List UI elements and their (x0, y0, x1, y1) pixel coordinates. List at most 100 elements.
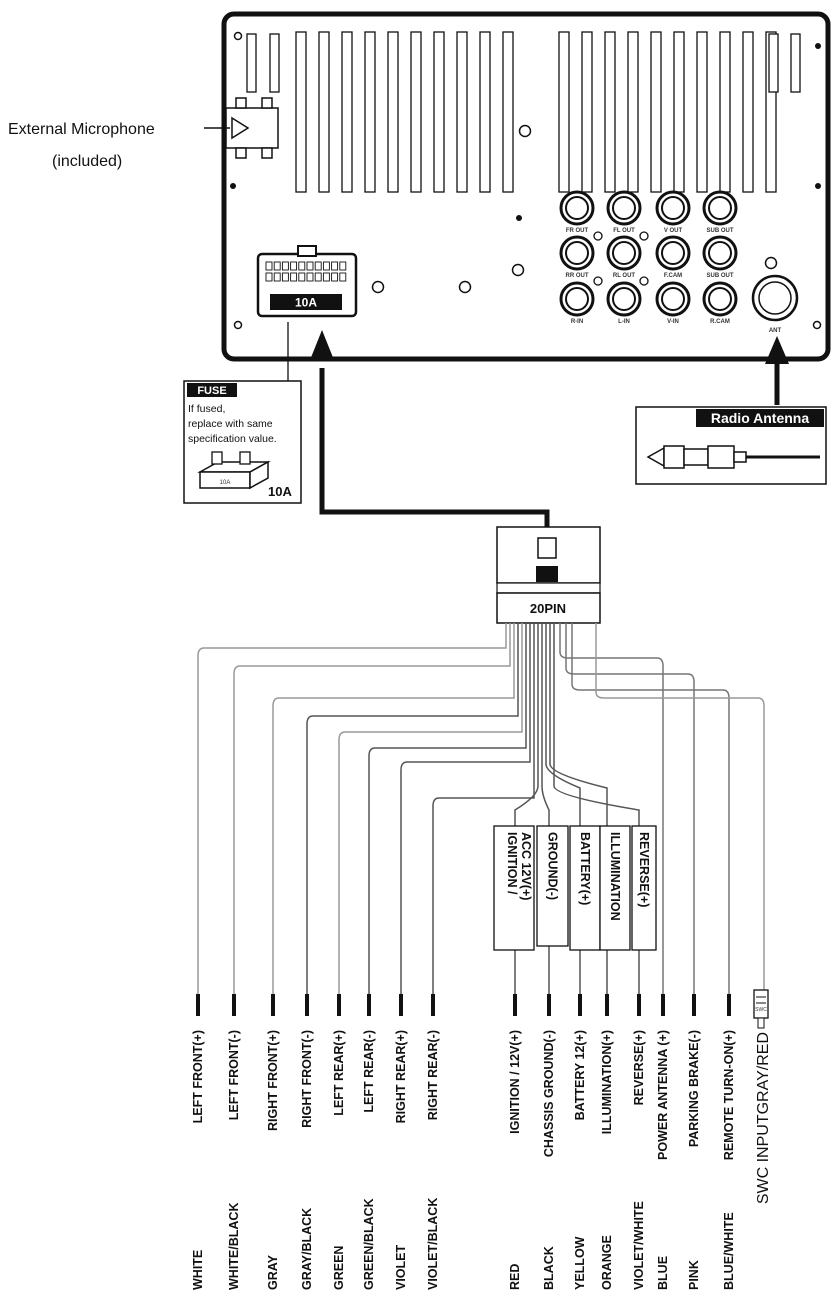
socket-fuse-badge (270, 294, 342, 310)
wire-label-group: RIGHT FRONT(-)GRAY/BLACK (300, 1030, 314, 1290)
wire (272, 623, 515, 1000)
boxed-label-line1: IGNITION / (505, 832, 519, 895)
socket-pin (273, 261, 281, 271)
vent-slot (433, 31, 445, 193)
wire (306, 623, 519, 1000)
wire-label-group: LEFT REAR(+) GREEN (332, 1030, 346, 1290)
rca-jack-label: V-IN (667, 319, 679, 325)
wire-function-label: CHASSIS GROUND(-) (542, 1030, 556, 1157)
socket-pin (298, 261, 306, 271)
rca-jack-label: RL OUT (613, 273, 636, 279)
wire-function-label: ILLUMINATION(+) (600, 1030, 614, 1134)
wire-label-group: REMOTE TURN-ON(+)BLUE/WHITE (722, 1030, 736, 1290)
vent-slot (742, 31, 754, 193)
rca-jack: F.CAM (655, 235, 691, 279)
swc-plug: SWC (753, 989, 769, 1029)
wire-color-label: VIOLET/WHITE (632, 1201, 646, 1290)
power-socket: 10A (256, 245, 358, 318)
vent-slot-short (246, 33, 257, 93)
fuse-icon: 10A (197, 451, 271, 490)
vent-slot (696, 31, 708, 193)
wire-function-label: LEFT FRONT(-) (227, 1030, 241, 1120)
socket-pin (331, 261, 339, 271)
socket-pin (290, 272, 298, 282)
rca-jack: V OUT (655, 190, 691, 234)
rca-jack: RL OUT (606, 235, 642, 279)
rca-jack: V-IN (655, 281, 691, 325)
wire-label-group: REVERSE(+) VIOLET/WHITE (632, 1030, 646, 1290)
wire-label-group: SWC INPUTGRAY/RED (755, 1032, 772, 1204)
wire-color-label: GRAY (266, 1254, 280, 1290)
vent-slot (719, 31, 731, 193)
rca-jack-label: FL OUT (613, 228, 635, 234)
wire-label-group: ILLUMINATION(+) ORANGE (600, 1030, 614, 1290)
wire (432, 623, 535, 1000)
fuse-note-line1: If fused, (188, 403, 225, 415)
vent-slot (410, 31, 422, 193)
socket-pin (331, 272, 339, 282)
socket-fuse-label: 10A (295, 296, 317, 310)
boxed-label: REVERSE(+) (631, 825, 657, 951)
socket-pin (306, 261, 314, 271)
rca-jack: FR OUT (559, 190, 595, 234)
fuse-callout: FUSE If fused, replace with same specifi… (183, 322, 302, 504)
socket-pin (314, 261, 322, 271)
vent-slot-short (790, 33, 801, 93)
mic-label-line2: (included) (52, 153, 122, 170)
socket-pin (314, 272, 322, 282)
wire-function-label: REVERSE(+) (632, 1030, 646, 1105)
socket-pin (273, 272, 281, 282)
rca-jack-label: R-IN (571, 319, 583, 325)
wire-label-group: RIGHT REAR(+)VIOLET (394, 1030, 408, 1290)
fuse-rating: 10A (268, 484, 292, 499)
rca-jack: SUB OUT (702, 190, 738, 234)
vent-slot-short (768, 33, 779, 93)
connector-20pin: 20PIN (496, 526, 601, 624)
microphone-jack (204, 97, 279, 159)
fuse-title: FUSE (197, 385, 226, 397)
rca-jack-label: F.CAM (664, 273, 682, 279)
socket-pin (281, 261, 289, 271)
vent-slot (604, 31, 616, 193)
fuse-note-line3: specification value. (188, 433, 277, 445)
boxed-label: IGNITION /ACC 12V(+) (493, 825, 535, 951)
vent-slot (295, 31, 307, 193)
wire-label-group: PARKING BRAKE(-)PINK (687, 1030, 701, 1290)
wire (571, 623, 730, 1000)
connector-label: 20PIN (530, 601, 566, 616)
rca-jack-label: FR OUT (566, 228, 589, 234)
socket-pins (265, 261, 347, 282)
wire (368, 623, 527, 1000)
vent-slot (558, 31, 570, 193)
wire-function-label: SWC INPUTGRAY/RED (755, 1032, 772, 1204)
vent-slot (364, 31, 376, 193)
wire-function-label: BATTERY 12(+) (573, 1030, 587, 1120)
wire (233, 623, 511, 1000)
head-unit: 10A FR OUT FL OUT V OUT SUB OUT RR OUT RL OUT… (204, 11, 831, 362)
vent-slots (246, 31, 801, 193)
rca-jack-label: SUB OUT (707, 228, 734, 234)
wire-color-label: BLUE (656, 1256, 670, 1290)
antenna-port: ANT (751, 274, 799, 334)
wire (338, 623, 523, 1000)
wire-color-label: GREEN (332, 1246, 346, 1290)
socket-pin (322, 261, 330, 271)
rca-jack: RR OUT (559, 235, 595, 279)
boxed-label-line1: BATTERY(+) (578, 832, 592, 905)
vent-slot (673, 31, 685, 193)
wire-function-label: LEFT REAR(+) (332, 1030, 346, 1116)
wire-function-label: RIGHT REAR(-) (426, 1030, 440, 1120)
wire-color-label: ORANGE (600, 1235, 614, 1290)
vent-slot (502, 31, 514, 193)
antenna-port-label: ANT (769, 328, 782, 334)
wire (541, 623, 550, 1000)
wire (400, 623, 531, 1000)
wire-label-group: LEFT REAR(-)GREEN/BLACK (362, 1030, 376, 1290)
boxed-label-line1: GROUND(-) (546, 832, 560, 900)
socket-pin (281, 272, 289, 282)
wire-function-label: RIGHT REAR(+) (394, 1030, 408, 1123)
wire-label-group: LEFT FRONT(-)WHITE/BLACK (227, 1030, 241, 1290)
screw-holes (233, 31, 822, 330)
